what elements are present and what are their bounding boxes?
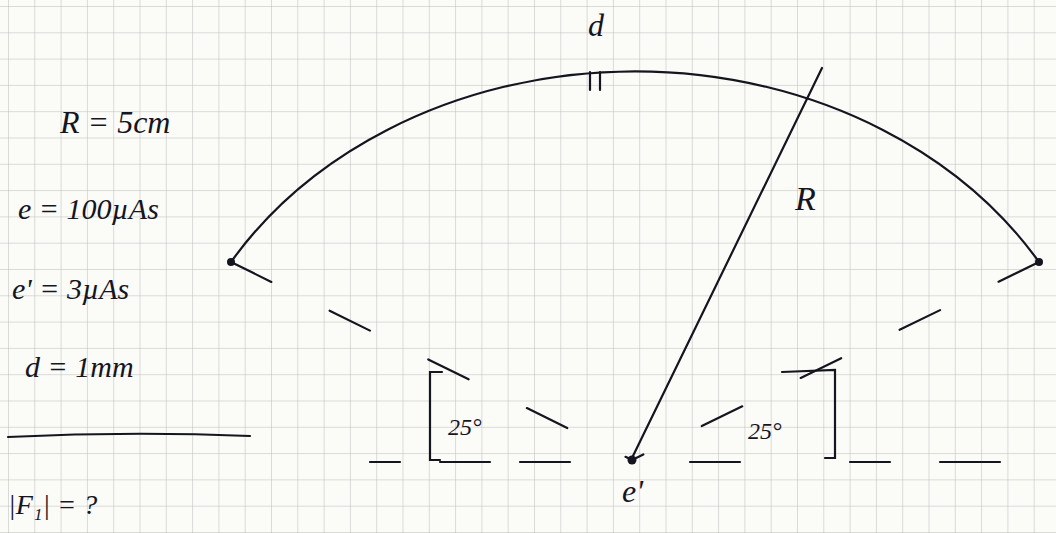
baseline	[370, 461, 1000, 463]
charge-dot	[628, 456, 637, 465]
tick-marks	[590, 72, 600, 90]
charge-dot	[227, 258, 235, 266]
unknown-value: |F₁| = ?	[8, 490, 97, 521]
angle-bracket	[430, 372, 442, 460]
given-value: e = 100µAs	[18, 192, 159, 225]
radius-label: R	[795, 180, 816, 217]
charge-dot	[1035, 258, 1043, 266]
angle-bracket	[782, 370, 835, 458]
dashed-line	[632, 262, 1039, 460]
charge-label: e'	[622, 474, 643, 509]
angle-label: 25°	[748, 418, 782, 444]
angle-label: 25°	[448, 414, 482, 440]
dimension-label: d	[588, 8, 604, 43]
underline	[8, 434, 250, 437]
radius-line	[632, 68, 822, 458]
given-value: e' = 3µAs	[12, 272, 129, 305]
given-value: d = 1mm	[25, 350, 134, 383]
given-value: R = 5cm	[60, 105, 170, 140]
arc	[231, 71, 1039, 262]
dashed-line	[231, 262, 632, 460]
